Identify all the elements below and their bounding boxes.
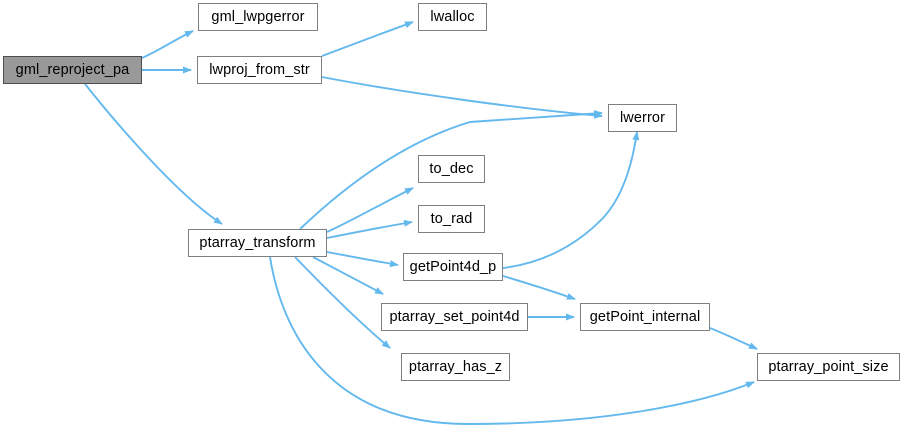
graph-edge-lwproj_from_str-to-lwerror	[321, 76, 603, 119]
graph-node-label: lwproj_from_str	[209, 61, 310, 78]
graph-node-lwproj_from_str[interactable]: lwproj_from_str	[197, 56, 322, 84]
graph-edge-ptarray_transform-to-getPoint4d_p	[326, 251, 399, 268]
graph-node-label: getPoint4d_p	[409, 258, 497, 275]
graph-node-lwalloc[interactable]: lwalloc	[418, 3, 487, 31]
graph-node-getPoint_internal[interactable]: getPoint_internal	[580, 303, 710, 331]
graph-edge-getPoint4d_p-to-lwerror	[502, 131, 640, 269]
graph-node-label: gml_lwpgerror	[211, 8, 305, 25]
graph-node-gml_lwpgerror[interactable]: gml_lwpgerror	[198, 3, 318, 31]
graph-edge-ptarray_transform-to-to_dec	[326, 187, 414, 233]
graph-edge-getPoint_internal-to-ptarray_point_size	[709, 327, 758, 350]
graph-node-label: ptarray_has_z	[408, 358, 503, 375]
graph-edge-gml_reproject_pa-to-gml_lwpgerror	[141, 30, 194, 59]
graph-node-label: getPoint_internal	[589, 308, 701, 325]
graph-edge-ptarray_transform-to-lwerror	[299, 110, 603, 230]
graph-edge-lwproj_from_str-to-lwalloc	[321, 21, 414, 57]
graph-node-label: lwalloc	[430, 8, 475, 25]
graph-node-to_rad[interactable]: to_rad	[418, 205, 485, 233]
graph-node-gml_reproject_pa[interactable]: gml_reproject_pa	[3, 56, 142, 84]
graph-node-ptarray_point_size[interactable]: ptarray_point_size	[757, 353, 900, 381]
graph-node-label: ptarray_point_size	[768, 358, 889, 375]
graph-edge-ptarray_transform-to-ptarray_has_z	[294, 256, 391, 349]
graph-edge-gml_reproject_pa-to-ptarray_transform	[84, 83, 223, 225]
graph-node-getPoint4d_p[interactable]: getPoint4d_p	[403, 253, 503, 281]
graph-node-to_dec[interactable]: to_dec	[418, 155, 485, 183]
graph-node-label: ptarray_set_point4d	[389, 308, 520, 325]
graph-node-label: gml_reproject_pa	[15, 61, 130, 78]
graph-node-label: ptarray_transform	[199, 234, 316, 251]
graph-node-label: lwerror	[619, 109, 665, 126]
graph-node-label: to_rad	[430, 210, 473, 227]
graph-edge-ptarray_transform-to-ptarray_set_point4d	[312, 256, 384, 295]
graph-node-lwerror[interactable]: lwerror	[608, 104, 677, 132]
graph-node-label: to_dec	[429, 160, 474, 177]
graph-node-ptarray_has_z[interactable]: ptarray_has_z	[401, 353, 510, 381]
graph-edge-getPoint4d_p-to-getPoint_internal	[502, 275, 576, 300]
graph-node-ptarray_transform[interactable]: ptarray_transform	[188, 229, 327, 257]
graph-edge-ptarray_transform-to-ptarray_point_size	[269, 256, 755, 425]
graph-edge-ptarray_transform-to-to_rad	[326, 219, 413, 239]
graph-node-ptarray_set_point4d[interactable]: ptarray_set_point4d	[381, 303, 528, 331]
